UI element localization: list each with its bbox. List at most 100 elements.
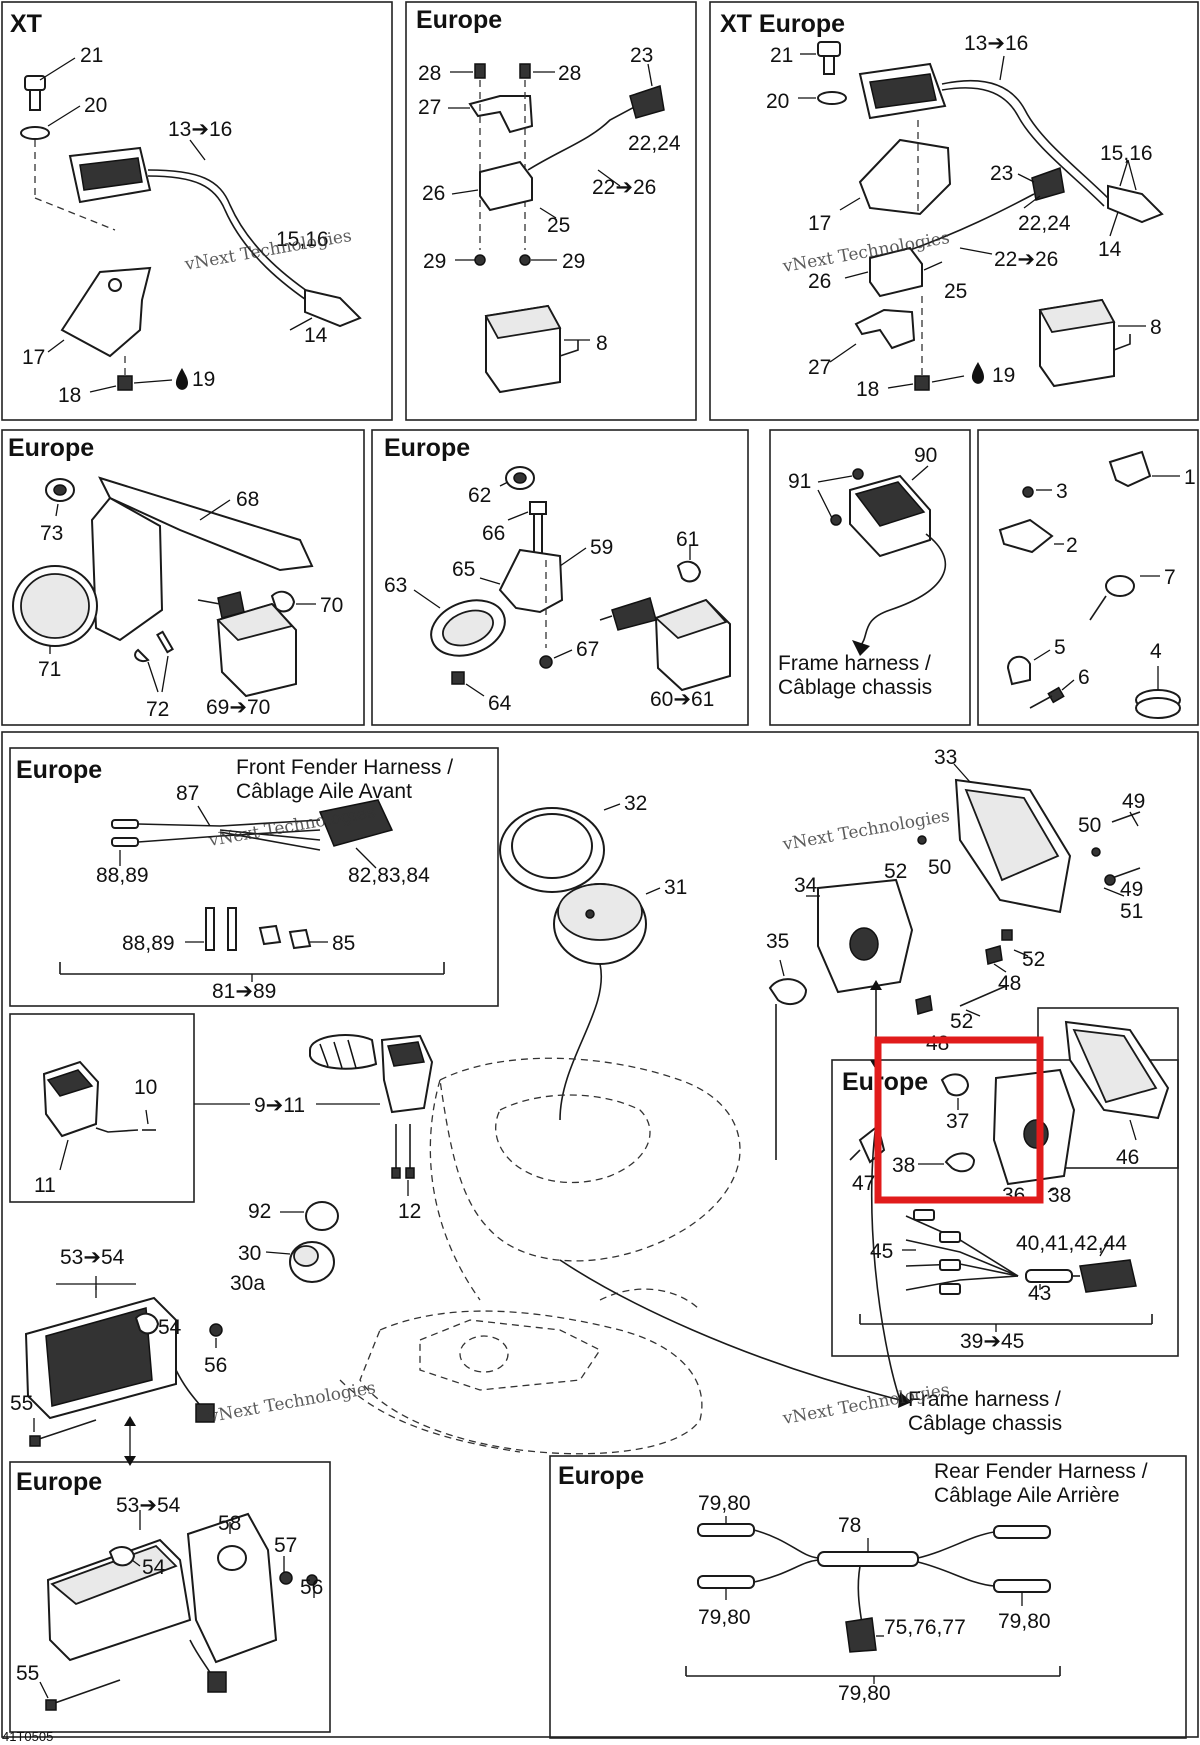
switch-11 bbox=[42, 1060, 139, 1171]
callout-m-45: 45 bbox=[870, 1240, 893, 1263]
callout-eh-64: 64 bbox=[488, 692, 512, 715]
callout-ep-69-70: 69➔70 bbox=[206, 696, 270, 719]
callout-m-92: 92 bbox=[248, 1200, 271, 1223]
panel-xt-europe-title: XT Europe bbox=[720, 10, 845, 38]
panel-rear-fender-frame bbox=[549, 1455, 1187, 1739]
callout-xe-15-16: 15,16 bbox=[1100, 142, 1153, 165]
horn-bracket-59 bbox=[498, 548, 564, 614]
callout-xe-27: 27 bbox=[808, 356, 831, 379]
relay-body-26b bbox=[869, 246, 923, 298]
callout-eh-65: 65 bbox=[452, 558, 475, 581]
panel-europe-relay-title: Europe bbox=[416, 6, 502, 34]
screw-91b bbox=[830, 514, 842, 526]
callout-m-50b: 50 bbox=[928, 856, 951, 879]
front-pins-88-89 bbox=[185, 907, 237, 951]
callout-eh-66: 66 bbox=[482, 522, 505, 545]
lamp-body-34 bbox=[806, 878, 914, 994]
screws-28 bbox=[450, 63, 555, 79]
callout-m-43: 43 bbox=[1028, 1282, 1051, 1305]
handlebar-grip bbox=[309, 1034, 378, 1070]
callout-xt-17: 17 bbox=[22, 346, 45, 369]
clamp-5 bbox=[1006, 655, 1031, 686]
panel-europe-horn: Europe bbox=[384, 434, 731, 715]
control-unit-13 bbox=[68, 146, 321, 307]
panel-front-fender-frame bbox=[9, 747, 499, 1007]
panel-front-fender: Europe Front Fender Harness / Câblage Ai… bbox=[16, 756, 453, 1003]
band-clamp-4 bbox=[1135, 666, 1181, 719]
callout-er-22-24: 22,24 bbox=[628, 132, 681, 155]
panel-front-fender-subtitle1: Front Fender Harness / bbox=[236, 756, 453, 779]
front-terminals-85 bbox=[258, 924, 328, 950]
bulb-35 bbox=[768, 959, 808, 1160]
callout-ff-88-89a: 88,89 bbox=[96, 864, 149, 887]
callout-rg-90: 90 bbox=[914, 444, 937, 467]
washer-57 bbox=[279, 1571, 293, 1585]
bolt-66 bbox=[507, 501, 547, 559]
panel-rear-fender-subtitle1: Rear Fender Harness / bbox=[934, 1460, 1148, 1483]
callout-ep-71: 71 bbox=[38, 658, 61, 681]
panel-europe-plate-title: Europe bbox=[8, 434, 94, 462]
callout-m-49b: 49 bbox=[1120, 878, 1143, 901]
callout-er-26: 26 bbox=[422, 182, 445, 205]
callout-xe-22-24: 22,24 bbox=[1018, 212, 1071, 235]
main-assembly: Frame harness / Câblage chassis 32 31 33… bbox=[10, 746, 1170, 1466]
highlight-box bbox=[874, 1036, 1044, 1204]
panel-europe-tail: Europe 53➔54 58 57 54 56 55 bbox=[16, 1468, 323, 1711]
callout-eh-60-61: 60➔61 bbox=[650, 688, 714, 711]
callout-m-52a: 52 bbox=[884, 860, 907, 883]
callout-rg-91: 91 bbox=[788, 470, 811, 493]
callout-xt-21: 21 bbox=[80, 44, 103, 67]
callout-eh-63: 63 bbox=[384, 574, 407, 597]
relay-body-26 bbox=[479, 160, 533, 212]
screw-52 bbox=[959, 929, 1029, 1017]
callout-m-33: 33 bbox=[934, 746, 957, 769]
screws-49 bbox=[1111, 811, 1141, 879]
panel-front-fender-title: Europe bbox=[16, 756, 102, 784]
callout-m-49a: 49 bbox=[1122, 790, 1145, 813]
lens-71 bbox=[12, 565, 98, 654]
callout-er-22-26: 22➔26 bbox=[592, 176, 656, 199]
clip-1 bbox=[1108, 450, 1152, 488]
callout-m-11: 11 bbox=[34, 1174, 56, 1197]
callout-xt-14: 14 bbox=[304, 324, 328, 347]
callout-xt-18: 18 bbox=[58, 384, 81, 407]
panel-europe-horn-title: Europe bbox=[384, 434, 470, 462]
panel-europe-lamp-frame bbox=[831, 1059, 1179, 1357]
panel-clips: 1 3 2 7 5 6 4 bbox=[998, 450, 1196, 719]
callout-xt-20: 20 bbox=[84, 94, 107, 117]
callout-xt-19: 19 bbox=[192, 368, 215, 391]
panel-regulator: 90 91 Frame harness / Câblage chassis bbox=[778, 444, 946, 699]
callout-el-37: 37 bbox=[946, 1110, 969, 1133]
callout-ep-73: 73 bbox=[40, 522, 63, 545]
drop-icon bbox=[175, 368, 188, 390]
callout-et-54: 54 bbox=[142, 1556, 166, 1579]
bulb-38 bbox=[918, 1152, 976, 1173]
frame-harness-note-line2: Câblage chassis bbox=[908, 1412, 1062, 1435]
washer-51 bbox=[1104, 874, 1116, 886]
callout-m-32: 32 bbox=[624, 792, 647, 815]
drop-icon-b bbox=[971, 362, 984, 384]
callout-cl-4: 4 bbox=[1150, 640, 1162, 663]
indicator-92 bbox=[280, 1201, 339, 1231]
callout-m-46: 46 bbox=[1116, 1146, 1139, 1169]
callout-m-34: 34 bbox=[794, 874, 818, 897]
callout-er-27: 27 bbox=[418, 96, 441, 119]
screw-6 bbox=[1029, 679, 1075, 709]
screw-55b bbox=[39, 1679, 121, 1711]
bulb-37 bbox=[940, 1073, 970, 1110]
regulator-note-line2: Câblage chassis bbox=[778, 676, 932, 699]
callout-eh-61: 61 bbox=[676, 528, 699, 551]
regulator-note-line1: Frame harness / bbox=[778, 652, 931, 675]
callout-er-29b: 29 bbox=[562, 250, 585, 273]
screw-64 bbox=[451, 671, 485, 697]
lamp-body-36 bbox=[992, 1068, 1076, 1186]
callout-m-51: 51 bbox=[1120, 900, 1143, 923]
washer-50b bbox=[917, 835, 927, 845]
callout-m-48a: 48 bbox=[998, 972, 1021, 995]
connector-14 bbox=[289, 288, 362, 331]
callout-el-38: 38 bbox=[892, 1154, 915, 1177]
panel-clips-frame bbox=[977, 429, 1199, 726]
callout-rf-79-80c: 79,80 bbox=[998, 1610, 1051, 1633]
callout-m-55: 55 bbox=[10, 1392, 33, 1415]
panel-europe-plate-frame bbox=[1, 429, 365, 726]
